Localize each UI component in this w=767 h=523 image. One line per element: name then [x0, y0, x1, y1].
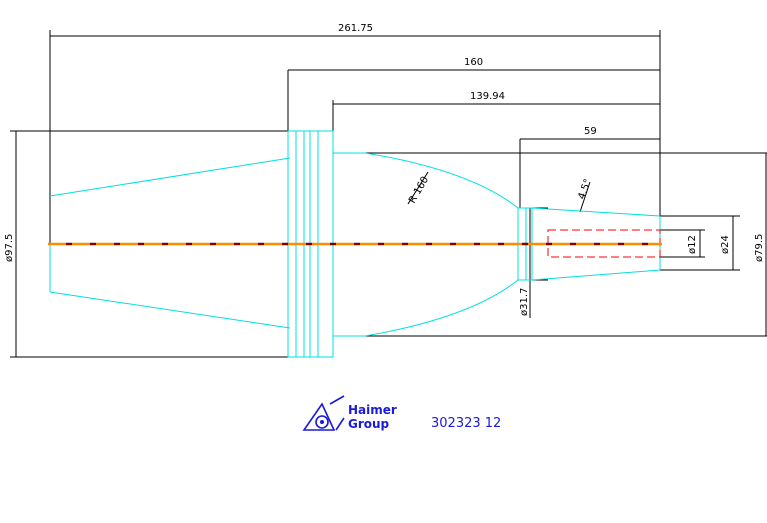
dim-length-139: 139.94	[470, 91, 505, 102]
company-logo: Haimer Group	[302, 395, 397, 431]
part-number: 302323 12	[431, 416, 501, 431]
logo-line2: Group	[348, 417, 390, 431]
logo-line1: Haimer	[348, 403, 397, 417]
dim-dia-97: ø97.5	[4, 234, 15, 262]
dim-angle: 4.5°	[576, 178, 593, 201]
dim-overall-length: 261.75	[338, 23, 373, 34]
dim-dia-24: ø24	[720, 235, 731, 254]
dim-length-160: 160	[464, 57, 483, 68]
dimension-lines	[10, 30, 767, 358]
dim-dia-79: ø79.5	[754, 234, 765, 262]
dim-radius: R 160	[407, 175, 431, 206]
dim-dia-31: ø31.7	[519, 288, 530, 316]
logo-mark-icon	[302, 395, 345, 431]
dim-length-59: 59	[584, 126, 597, 137]
dim-dia-12: ø12	[687, 235, 698, 254]
